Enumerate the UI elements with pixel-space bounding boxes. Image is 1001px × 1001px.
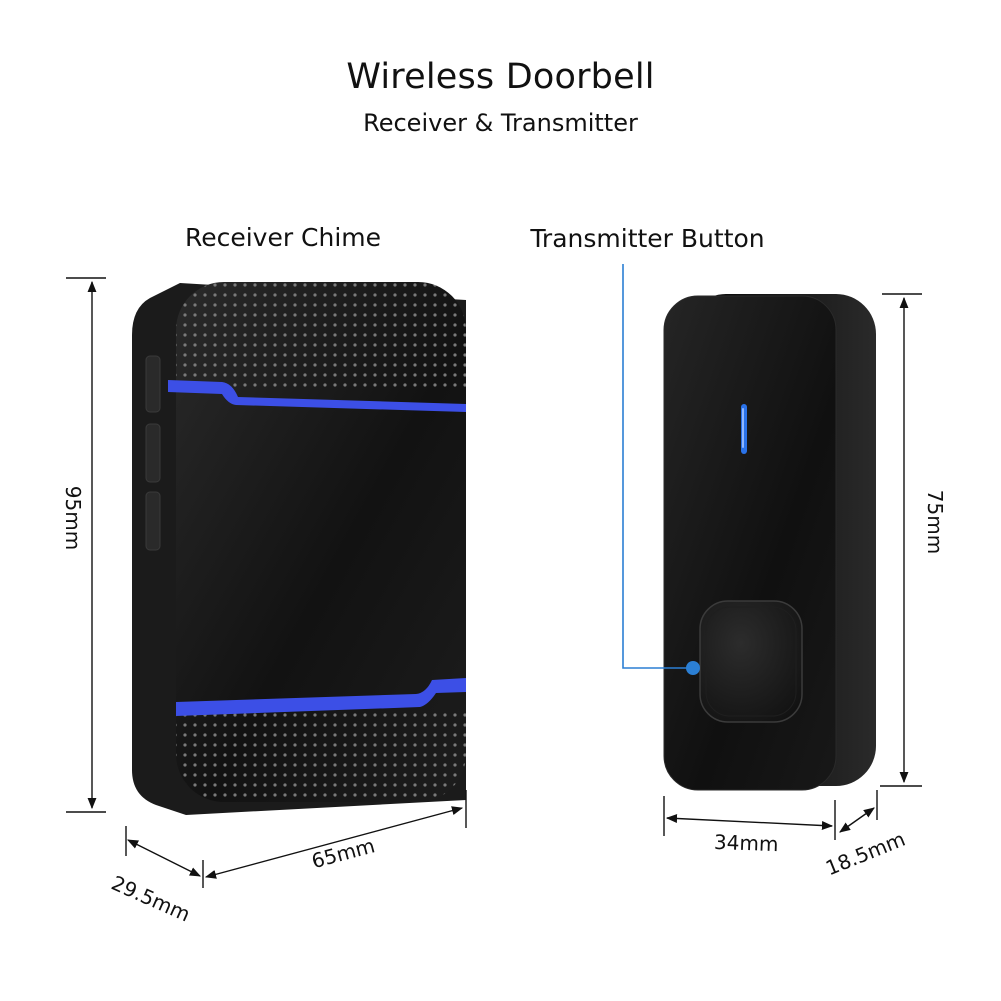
receiver-blue-accent-bottom: [176, 678, 466, 716]
dim-line: [204, 806, 464, 879]
dim-line: [126, 839, 202, 877]
receiver-label: Receiver Chime: [184, 223, 382, 252]
dim-line: [665, 814, 834, 830]
dim-line: [839, 807, 875, 833]
callout-line: [622, 264, 692, 669]
receiver-height-label: 95mm: [61, 486, 85, 550]
receiver-depth-dimension: 29.5mm: [108, 826, 202, 927]
page-subtitle: Receiver & Transmitter: [363, 109, 638, 137]
receiver-width-label: 65mm: [309, 833, 377, 873]
callout-dot: [686, 661, 700, 675]
transmitter-width-label: 34mm: [714, 830, 779, 856]
receiver-side-button-2: [145, 423, 161, 483]
transmitter-label: Transmitter Button: [530, 224, 765, 253]
transmitter-height-label: 75mm: [923, 490, 947, 554]
receiver-chime: [132, 282, 466, 815]
transmitter-led-highlight: [742, 408, 744, 448]
receiver-bottom-speaker-grille: [176, 710, 466, 802]
receiver-blue-accent-top: [168, 380, 466, 412]
transmitter-push-pad: [699, 600, 803, 723]
receiver-height-dimension: 95mm: [61, 277, 106, 813]
transmitter-height-dimension: 75mm: [880, 293, 947, 787]
receiver-top-speaker-grille: [176, 282, 466, 388]
transmitter-button: [663, 294, 876, 791]
receiver-side-button-1: [145, 355, 161, 413]
transmitter-width-dimension: 34mm: [663, 796, 836, 856]
page-title: Wireless Doorbell: [346, 57, 655, 97]
transmitter-push-pad-inner: [705, 606, 797, 717]
transmitter-callout: [622, 264, 700, 675]
receiver-side-button-3: [145, 491, 161, 551]
receiver-depth-label: 29.5mm: [108, 871, 194, 927]
